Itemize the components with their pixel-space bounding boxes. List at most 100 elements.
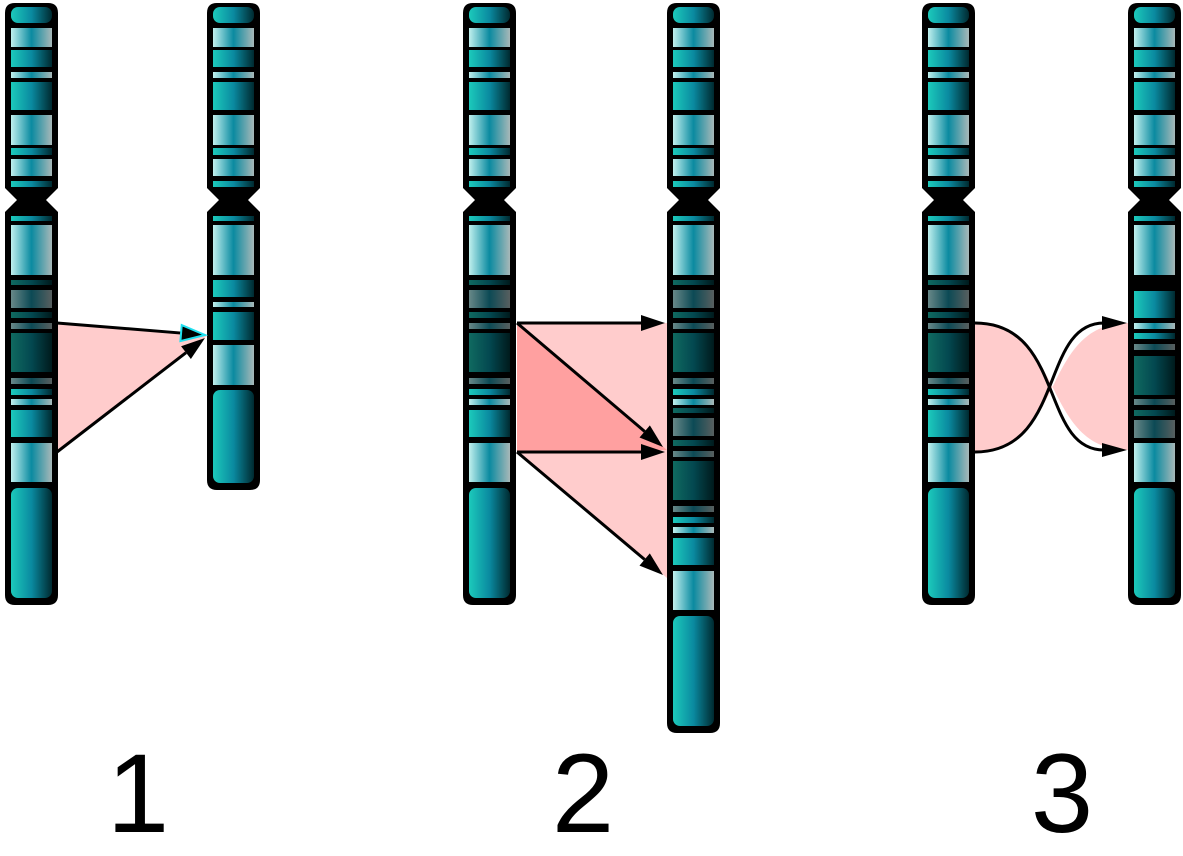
chromosome-band: [11, 378, 52, 384]
arrowhead-icon: [1102, 316, 1127, 330]
chromosome-band: [673, 28, 714, 47]
chromosome-band: [1134, 7, 1175, 23]
chromosome-band: [469, 72, 510, 78]
chromosome-band: [11, 72, 52, 78]
chromosome-band: [928, 333, 969, 372]
chromosome-band: [11, 148, 52, 155]
chromosome-band: [213, 225, 254, 275]
chromosome-band: [1134, 50, 1175, 67]
chromosome-band: [469, 82, 510, 110]
chromosome-inversion: [1128, 3, 1181, 605]
chromosome-band: [928, 312, 969, 318]
chromosome-band: [469, 312, 510, 318]
arrowhead-icon: [1102, 443, 1127, 457]
chromosome-band: [673, 399, 714, 405]
chromosome-band: [469, 333, 510, 372]
chromosome-duplication: [667, 3, 720, 733]
chromosome-band: [469, 290, 510, 308]
chromosome-band: [1134, 333, 1175, 339]
chromosome-band: [213, 148, 254, 155]
chromosome-band: [11, 225, 52, 275]
arrowhead-icon: [639, 425, 663, 447]
chromosome-band: [928, 159, 969, 176]
chromosome-band: [673, 527, 714, 533]
panel-label-inversion: 3: [1030, 731, 1094, 856]
chromosome-band: [469, 50, 510, 67]
deletion-arrow-bottom: [56, 338, 205, 454]
chromosome-band: [469, 148, 510, 155]
chromosome-band: [928, 443, 969, 482]
chromosome-band: [11, 488, 52, 598]
chromosome-band: [928, 148, 969, 155]
chromosome-band: [673, 451, 714, 457]
chromosome-band: [673, 506, 714, 512]
chromosome-band: [928, 399, 969, 405]
arrowhead-icon: [639, 553, 663, 575]
chromosome-band: [1134, 72, 1175, 78]
chromosome-band: [673, 418, 714, 436]
chromosome-band: [928, 410, 969, 437]
chromosome-band: [213, 72, 254, 78]
chromosome-band: [673, 378, 714, 384]
deleted-region-highlight: [57, 323, 207, 452]
duplication-arrow-1: [517, 315, 665, 331]
chromosome-band: [469, 225, 510, 275]
arrowhead-icon: [641, 315, 665, 331]
chromosome-band: [11, 28, 52, 47]
chromosome-band: [928, 378, 969, 384]
arrowhead-icon: [181, 338, 205, 359]
chromosome-original-2: [463, 3, 516, 605]
chromosome-band: [1134, 488, 1175, 598]
chromosome-band: [213, 82, 254, 110]
chromosome-band: [673, 181, 714, 187]
chromosome-band: [213, 216, 254, 221]
panel-label-deletion: 1: [106, 731, 170, 856]
chromosome-band: [673, 72, 714, 78]
chromosome-band: [1134, 181, 1175, 187]
chromosome-band: [11, 181, 52, 187]
chromosome-band: [673, 225, 714, 275]
chromosome-band: [11, 290, 52, 308]
chromosome-band: [1134, 399, 1175, 405]
chromosome-band: [213, 345, 254, 385]
chromosome-band: [469, 159, 510, 176]
chromosome-band: [673, 312, 714, 318]
chromosome-band: [673, 616, 714, 726]
chromosome-band: [673, 50, 714, 67]
chromosome-band: [928, 50, 969, 67]
chromosome-band: [1134, 115, 1175, 145]
chromosome-band: [1134, 225, 1175, 275]
duplication-arrow-2: [516, 321, 663, 447]
chromosome-band: [928, 290, 969, 308]
chromosome-band: [213, 28, 254, 47]
chromosome-band: [673, 159, 714, 176]
chromosome-band: [1134, 443, 1175, 482]
chromosome-band: [928, 115, 969, 145]
chromosome-band: [11, 82, 52, 110]
chromosome-band: [928, 389, 969, 395]
duplication-arrow-4: [516, 450, 663, 575]
chromosome-band: [928, 323, 969, 329]
chromosome-band: [469, 7, 510, 23]
chromosome-band: [11, 159, 52, 176]
chromosome-band: [469, 443, 510, 482]
chromosome-band: [673, 461, 714, 500]
chromosome-band: [213, 302, 254, 307]
chromosome-band: [1134, 148, 1175, 155]
chromosome-band: [928, 488, 969, 598]
chromosome-original-3: [922, 3, 975, 605]
chromosome-deletion: [207, 3, 260, 490]
chromosome-band: [673, 216, 714, 221]
chromosome-band: [673, 538, 714, 565]
chromosome-band: [11, 50, 52, 67]
chromosome-band: [11, 333, 52, 372]
chromosome-band: [1134, 82, 1175, 110]
chromosome-band: [469, 28, 510, 47]
inversion-curves: [974, 316, 1127, 457]
chromosome-band: [469, 280, 510, 285]
chromosome-band: [11, 323, 52, 329]
chromosome-band: [11, 216, 52, 221]
chromosome-band: [673, 115, 714, 145]
inversion-curve-up: [974, 321, 1105, 454]
chromosome-band: [673, 517, 714, 523]
